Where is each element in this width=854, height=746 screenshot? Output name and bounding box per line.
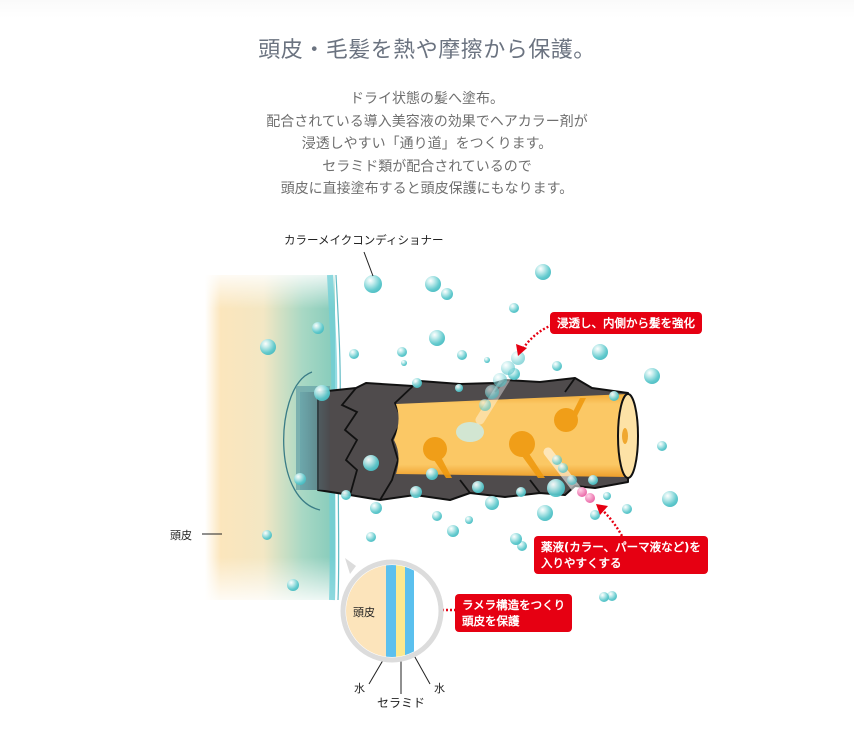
lead-line: セラミド類が配合されているので: [322, 158, 532, 175]
conditioner-label: カラーメイクコンディショナー: [284, 233, 444, 247]
bubble-icon: [447, 525, 459, 537]
bubble-icon: [510, 533, 522, 545]
bubble-icon: [457, 350, 467, 360]
bubble-icon: [662, 491, 678, 507]
penetrating-bubble-icon: [479, 399, 491, 411]
bubble-icon: [603, 492, 611, 500]
penetrating-bubble-icon: [493, 373, 507, 387]
callout-chemical: 薬液(カラー、パーマ液など)を 入りやすくする: [534, 536, 708, 574]
bubble-icon: [607, 591, 617, 601]
penetrating-bubble-icon: [501, 361, 515, 375]
penetrating-bubble-icon: [485, 385, 499, 399]
bubble-icon: [552, 361, 562, 371]
lamellar-inset: [340, 558, 444, 663]
bubble-icon: [364, 275, 382, 293]
bubble-icon: [425, 276, 441, 292]
page-title: 頭皮・毛髪を熱や摩擦から保護。: [258, 38, 596, 63]
bubble-icon: [363, 455, 379, 471]
callout-text: ラメラ構造をつくり: [462, 598, 566, 612]
leader-lines: [202, 251, 431, 694]
bubble-icon: [588, 475, 598, 485]
bubble-icon: [485, 496, 499, 510]
bubble-icon: [609, 391, 619, 401]
bubble-icon: [432, 511, 442, 521]
bubble-icon: [484, 357, 490, 363]
bubble-icon: [429, 330, 445, 346]
bubble-icon: [657, 441, 667, 451]
bubble-icon: [412, 378, 422, 388]
bubble-icon: [397, 347, 407, 357]
lead-line: 頭皮に直接塗布すると頭皮保護にもなります。: [280, 181, 574, 197]
callout-text: 浸透し、内側から髪を強化: [557, 316, 695, 330]
bubble-icon: [410, 486, 422, 498]
bubble-icon: [366, 532, 376, 542]
bubble-icon: [547, 479, 565, 497]
bubble-icon: [644, 368, 660, 384]
bubble-icon: [370, 502, 382, 514]
bubble-icon: [537, 505, 553, 521]
lead-line: 浸透しやすい「通り道」をつくります。: [301, 136, 553, 152]
bubble-icon: [472, 481, 484, 493]
penetrating-bubble-icon: [558, 463, 568, 473]
penetrating-bubble-icon: [511, 351, 525, 365]
bubble-icon: [312, 322, 324, 334]
bubble-icon: [592, 344, 608, 360]
scalp-label: 頭皮: [170, 529, 192, 542]
lead-line: 配合されている導入美容液の効果でヘアカラー剤が: [266, 113, 588, 130]
callout-text: 薬液(カラー、パーマ液など)を: [541, 540, 701, 554]
water-right-label: 水: [434, 682, 445, 695]
bubble-icon: [441, 288, 453, 300]
ceramide-label: セラミド: [377, 696, 426, 710]
chemical-bubble-icon: [577, 487, 587, 497]
chemical-bubble-icon: [585, 493, 595, 503]
bubble-icon: [260, 339, 276, 355]
bubble-icon: [426, 468, 438, 480]
penetrating-bubble-icon: [552, 455, 562, 465]
callout-penetrate: 浸透し、内側から髪を強化: [550, 312, 702, 334]
callout-text: 入りやすくする: [541, 556, 622, 570]
bubble-icon: [455, 384, 463, 392]
bubble-icon: [535, 264, 551, 280]
bubbles-layer: [260, 264, 678, 602]
bubble-icon: [401, 360, 407, 366]
hair-shaft-illustration: [300, 351, 639, 505]
bubble-icon: [262, 530, 272, 540]
bubble-icon: [314, 385, 330, 401]
bubble-icon: [622, 504, 632, 514]
callout-text: 頭皮を保護: [462, 614, 520, 628]
lead-paragraph: ドライ状態の髪へ塗布。 配合されている導入美容液の効果でヘアカラー剤が 浸透しや…: [0, 88, 854, 201]
bubble-icon: [509, 303, 519, 313]
bubble-icon: [465, 516, 473, 524]
bubble-icon: [516, 487, 526, 497]
water-left-label: 水: [354, 682, 365, 695]
bubble-icon: [294, 473, 306, 485]
bubble-icon: [287, 579, 299, 591]
penetrating-bubble-icon: [567, 475, 577, 485]
inset-scalp-label: 頭皮: [353, 606, 375, 619]
bubble-icon: [341, 490, 351, 500]
bubble-icon: [590, 510, 600, 520]
bubble-icon: [349, 349, 359, 359]
bubble-icon: [599, 592, 609, 602]
callout-lamellar: ラメラ構造をつくり 頭皮を保護: [455, 594, 573, 632]
lead-line: ドライ状態の髪へ塗布。: [350, 91, 504, 107]
